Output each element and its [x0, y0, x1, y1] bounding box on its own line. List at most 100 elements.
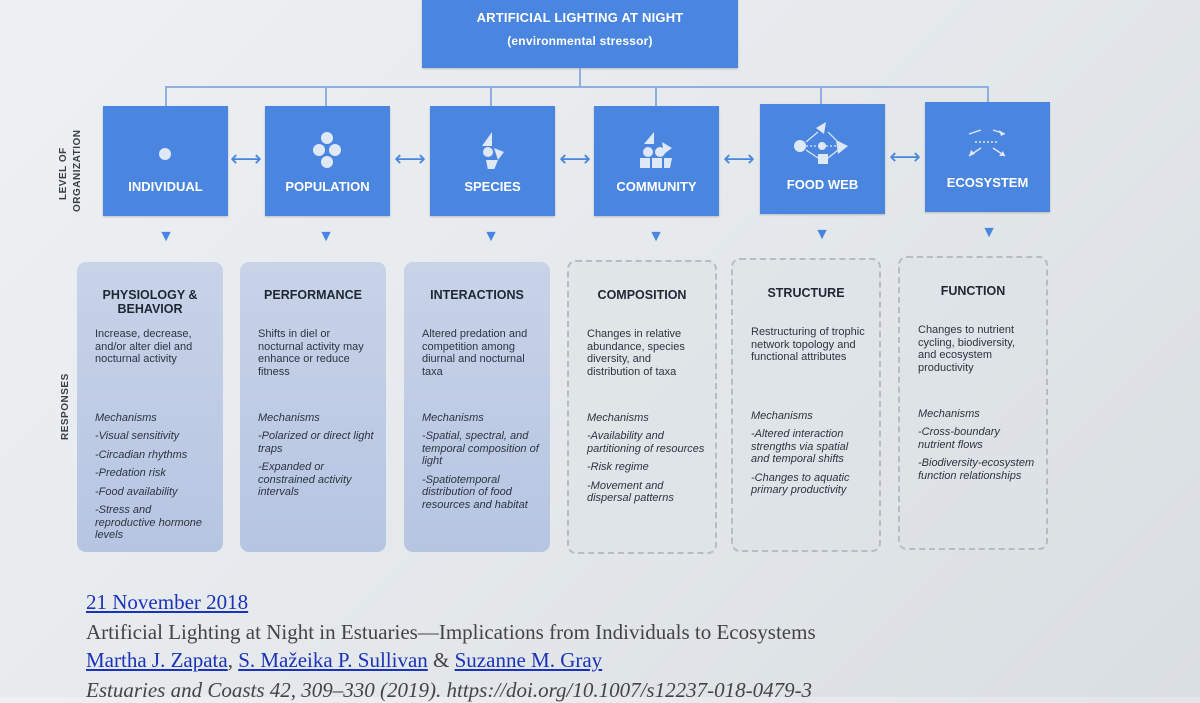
- mechanism-item: -Polarized or direct light traps: [258, 430, 374, 455]
- author-link[interactable]: Suzanne M. Gray: [454, 648, 603, 672]
- citation-journal: Estuaries and Coasts 42, 309–330 (2019).…: [86, 678, 813, 702]
- level-ecosystem: ECOSYSTEM: [925, 102, 1050, 212]
- author-separator: &: [427, 648, 455, 672]
- author-link[interactable]: Martha J. Zapata: [86, 648, 228, 672]
- level-label: ECOSYSTEM: [946, 175, 1029, 190]
- down-arrow-icon: ▼: [158, 228, 174, 245]
- side-label-levels-line2: ORGANIZATION: [72, 129, 83, 212]
- mechanism-item: -Food availability: [95, 485, 178, 498]
- down-arrow-icon: ▼: [648, 228, 664, 245]
- mechanism-item: -Stress and reproductive hormone levels: [95, 504, 203, 541]
- response-desc: Increase, decrease, and/or alter diel an…: [95, 328, 193, 365]
- mechanism-item: -Circadian rhythms: [95, 448, 188, 461]
- down-arrow-icon: ▼: [814, 226, 830, 243]
- mechanism-item: -Spatiotemporal distribution of food res…: [422, 473, 528, 511]
- connector-drop: [325, 86, 327, 106]
- network-icon: [794, 122, 848, 164]
- response-function: FUNCTION Changes to nutrient cycling, bi…: [898, 256, 1048, 550]
- connector-drop: [165, 86, 167, 106]
- double-arrow-icon: ⟷: [723, 146, 755, 171]
- level-label: POPULATION: [285, 179, 370, 194]
- level-label: COMMUNITY: [616, 179, 697, 194]
- mechanisms-list: -Cross-boundary nutrient flows -Biodiver…: [918, 426, 1036, 488]
- mechanism-item: -Altered interaction strengths via spati…: [751, 428, 849, 465]
- mechanism-item: -Expanded or constrained activity interv…: [258, 461, 352, 498]
- response-title: COMPOSITION: [597, 288, 687, 302]
- mechanisms-list: -Availability and partitioning of resour…: [587, 430, 705, 511]
- cycle-arrows-icon: [968, 129, 1006, 157]
- response-title: INTERACTIONS: [430, 288, 524, 302]
- level-label: SPECIES: [464, 179, 521, 194]
- response-desc: Changes in relative abundance, species d…: [587, 328, 685, 378]
- mechanism-item: -Biodiversity-ecosystem function relatio…: [918, 457, 1035, 482]
- side-label-responses: RESPONSES: [60, 373, 71, 440]
- mechanisms-heading: Mechanisms: [422, 412, 484, 424]
- response-interactions: INTERACTIONS Altered predation and compe…: [404, 262, 550, 552]
- level-label: FOOD WEB: [786, 177, 859, 192]
- stressor-subtitle: (environmental stressor): [507, 34, 653, 48]
- level-label: INDIVIDUAL: [128, 179, 203, 194]
- level-community: COMMUNITY: [594, 106, 719, 216]
- connector-drop: [987, 86, 989, 106]
- mechanism-item: -Visual sensitivity: [95, 430, 180, 442]
- double-arrow-icon: ⟷: [230, 146, 262, 171]
- connector-vertical-main: [579, 68, 581, 86]
- response-performance: PERFORMANCE Shifts in diel or nocturnal …: [240, 262, 386, 552]
- mechanisms-list: -Spatial, spectral, and temporal composi…: [422, 430, 540, 517]
- mechanisms-heading: Mechanisms: [95, 412, 157, 424]
- citation-date-link[interactable]: 21 November 2018: [86, 590, 249, 614]
- connector-drop: [655, 86, 657, 106]
- mechanisms-heading: Mechanisms: [751, 410, 813, 422]
- level-individual: INDIVIDUAL: [103, 106, 228, 216]
- response-title: PHYSIOLOGY & BEHAVIOR: [77, 288, 223, 316]
- double-arrow-icon: ⟷: [394, 146, 426, 171]
- side-label-responses-text: RESPONSES: [60, 373, 71, 440]
- dot-icon: [159, 148, 171, 160]
- response-title: STRUCTURE: [767, 286, 845, 300]
- mechanisms-list: -Visual sensitivity -Circadian rhythms -…: [95, 430, 213, 548]
- side-label-levels-line1: LEVEL OF: [58, 147, 69, 200]
- author-separator: ,: [227, 648, 239, 672]
- response-composition: COMPOSITION Changes in relative abundanc…: [567, 260, 717, 554]
- mechanisms-heading: Mechanisms: [918, 408, 980, 420]
- level-food-web: FOOD WEB: [760, 104, 885, 214]
- level-species: SPECIES: [430, 106, 555, 216]
- response-desc: Altered predation and competition among …: [422, 328, 528, 378]
- response-title-line2: BEHAVIOR: [117, 302, 183, 316]
- connector-horizontal: [165, 86, 989, 88]
- mechanism-item: -Spatial, spectral, and temporal composi…: [422, 430, 539, 467]
- mechanism-item: -Changes to aquatic primary productivity: [751, 471, 850, 497]
- response-structure: STRUCTURE Restructuring of trophic netwo…: [731, 258, 881, 552]
- side-label-levels: LEVEL OF: [58, 147, 69, 200]
- connector-drop: [820, 86, 822, 106]
- double-arrow-icon: ⟷: [559, 146, 591, 171]
- response-physiology: PHYSIOLOGY & BEHAVIOR Increase, decrease…: [77, 262, 223, 552]
- mechanism-item: -Cross-boundary nutrient flows: [918, 426, 1000, 451]
- shapes-icon: [482, 132, 504, 169]
- stressor-box: ARTIFICIAL LIGHTING AT NIGHT (environmen…: [422, 0, 738, 68]
- stressor-title: ARTIFICIAL LIGHTING AT NIGHT: [476, 10, 684, 25]
- mechanisms-heading: Mechanisms: [587, 412, 649, 424]
- level-population: POPULATION: [265, 106, 390, 216]
- side-label-levels-2: ORGANIZATION: [72, 130, 83, 212]
- mechanisms-list: -Polarized or direct light traps -Expand…: [258, 430, 376, 505]
- down-arrow-icon: ▼: [318, 228, 334, 245]
- response-title: FUNCTION: [940, 284, 1006, 298]
- mechanism-item: -Availability and partitioning of resour…: [587, 430, 705, 455]
- citation-title: Artificial Lighting at Night in Estuarie…: [86, 620, 816, 644]
- citation-authors: Martha J. Zapata, S. Mažeika P. Sullivan…: [86, 648, 602, 673]
- response-title-line1: PHYSIOLOGY &: [102, 288, 198, 302]
- cluster-icon: [313, 132, 341, 168]
- response-desc: Restructuring of trophic network topolog…: [751, 326, 865, 363]
- down-arrow-icon: ▼: [981, 224, 997, 241]
- mechanisms-list: -Altered interaction strengths via spati…: [751, 428, 869, 503]
- mechanism-item: -Movement and dispersal patterns: [587, 479, 674, 505]
- author-link[interactable]: S. Mažeika P. Sullivan: [238, 648, 428, 672]
- connector-drop: [490, 86, 492, 106]
- mechanisms-heading: Mechanisms: [258, 412, 320, 424]
- down-arrow-icon: ▼: [483, 228, 499, 245]
- group-icon: [640, 132, 672, 168]
- response-desc: Changes to nutrient cycling, biodiversit…: [918, 324, 1015, 374]
- mechanism-item: -Risk regime: [587, 461, 649, 473]
- response-title: PERFORMANCE: [264, 288, 362, 302]
